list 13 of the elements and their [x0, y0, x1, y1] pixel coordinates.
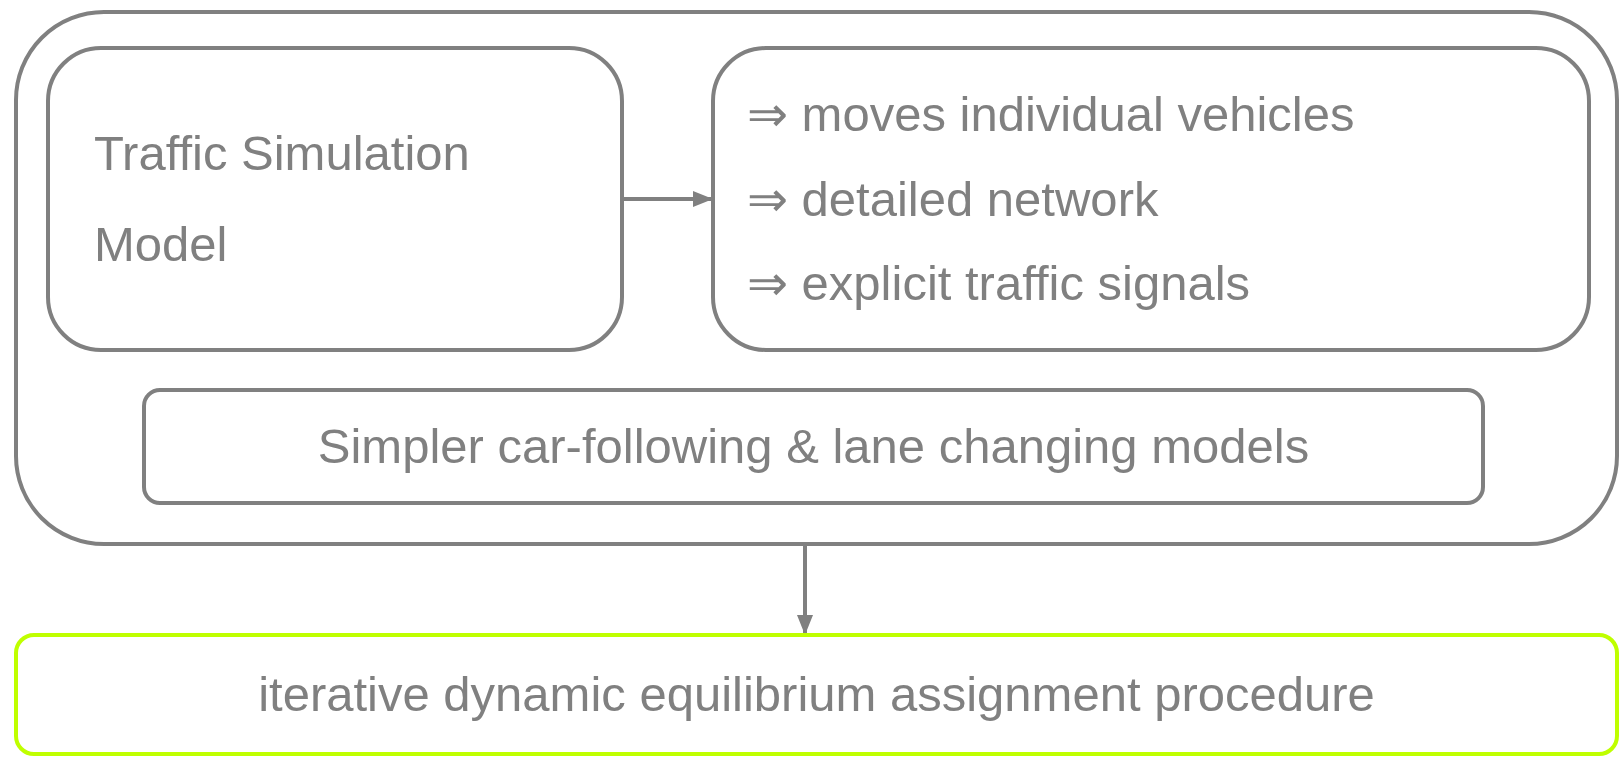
node-text: Simpler car-following & lane changing models	[317, 418, 1310, 476]
node-text: ⇒ moves individual vehicles	[747, 85, 1355, 143]
node-text: iterative dynamic equilibrium assignment procedure	[258, 666, 1375, 724]
output-box	[14, 633, 1619, 756]
node-text: ⇒ explicit traffic signals	[747, 255, 1251, 313]
process-box	[46, 46, 624, 352]
container-box	[14, 10, 1619, 546]
node-text: Traffic Simulation Model	[94, 125, 471, 273]
list-box	[711, 46, 1591, 352]
node-text: ⇒ detailed network	[747, 170, 1159, 228]
arrow	[624, 191, 713, 207]
process-box	[142, 388, 1485, 505]
arrow	[797, 546, 813, 635]
